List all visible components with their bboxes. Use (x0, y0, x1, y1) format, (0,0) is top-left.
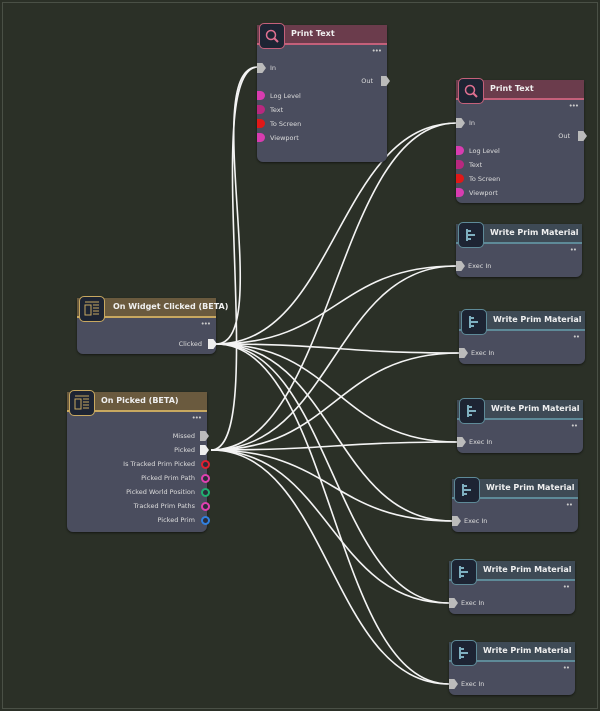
exec-in-pin[interactable] (452, 516, 461, 526)
write-prim-material-node[interactable]: Write Prim Material •• Exec In (449, 559, 575, 614)
node-menu-button[interactable]: ••• (191, 414, 202, 422)
input-pin[interactable] (257, 119, 265, 128)
hierarchy-icon (454, 477, 480, 503)
clicked-out-pin[interactable] (208, 339, 217, 349)
input-label: Text (270, 106, 284, 114)
input-label: Viewport (270, 134, 299, 142)
exec-out-pin[interactable] (200, 445, 209, 455)
print-icon (259, 23, 285, 49)
on-picked-node[interactable]: On Picked (BETA) ••• Missed Picked Is Tra… (67, 390, 210, 532)
exec-in-pin[interactable] (456, 118, 465, 128)
exec-in-pin[interactable] (449, 598, 458, 608)
write-prim-material-node[interactable]: Write Prim Material •• Exec In (457, 398, 583, 453)
node-title: On Picked (BETA) (67, 392, 207, 412)
node-menu-button[interactable]: •• (565, 501, 573, 509)
node-menu-button[interactable]: •• (569, 246, 577, 254)
node-title: Write Prim Material (452, 479, 578, 499)
input-pin[interactable] (456, 174, 464, 183)
exec-in-label: Exec In (461, 599, 485, 607)
node-title: On Widget Clicked (BETA) (77, 298, 228, 318)
input-pin[interactable] (456, 160, 464, 169)
input-label: To Screen (270, 120, 302, 128)
hierarchy-icon (451, 559, 477, 585)
input-pin[interactable] (257, 133, 265, 142)
input-label: To Screen (469, 175, 501, 183)
exec-in-label: Exec In (464, 517, 488, 525)
input-label: Text (469, 161, 483, 169)
input-pin[interactable] (257, 91, 265, 100)
node-menu-button[interactable]: ••• (371, 47, 382, 55)
exec-in-label: Exec In (469, 438, 493, 446)
input-label: Log Level (469, 147, 500, 155)
node-title: Print Text (456, 80, 584, 100)
write-prim-material-node[interactable]: Write Prim Material •• Exec In (456, 222, 582, 277)
print-text-node[interactable]: Print Text ••• In Out Log Level Text To … (456, 78, 587, 203)
output-pin[interactable] (201, 502, 210, 511)
exec-in-pin[interactable] (457, 437, 466, 447)
write-prim-material-node[interactable]: Write Prim Material •• Exec In (452, 477, 578, 532)
hierarchy-icon (461, 309, 487, 335)
out-label: Out (558, 132, 570, 140)
exec-in-pin[interactable] (449, 679, 458, 689)
node-menu-button[interactable]: •• (570, 422, 578, 430)
exec-in-pin[interactable] (459, 348, 468, 358)
exec-in-label: Exec In (461, 680, 485, 688)
output-label: Tracked Prim Paths (133, 502, 195, 510)
node-menu-button[interactable]: •• (562, 664, 570, 672)
node-title: Write Prim Material (449, 561, 575, 581)
node-menu-button[interactable]: ••• (200, 320, 211, 328)
output-label: Picked Prim (157, 516, 196, 524)
write-prim-material-node[interactable]: Write Prim Material •• Exec In (449, 640, 575, 695)
in-label: In (270, 64, 277, 72)
input-pin[interactable] (456, 146, 464, 155)
input-pin[interactable] (456, 188, 464, 197)
exec-out-label: Picked (174, 446, 195, 454)
exec-out-pin[interactable] (578, 131, 587, 141)
input-label: Log Level (270, 92, 301, 100)
out-label: Out (361, 77, 373, 85)
exec-in-pin[interactable] (257, 63, 266, 73)
node-menu-button[interactable]: ••• (568, 102, 579, 110)
exec-out-label: Missed (172, 432, 195, 440)
output-label: Is Tracked Prim Picked (123, 460, 195, 468)
event-icon (79, 296, 105, 322)
input-label: Viewport (469, 189, 498, 197)
exec-out-pin[interactable] (381, 76, 390, 86)
hierarchy-icon (451, 640, 477, 666)
exec-in-label: Exec In (471, 349, 495, 357)
clicked-label: Clicked (178, 340, 202, 348)
input-pin[interactable] (257, 105, 265, 114)
node-menu-button[interactable]: •• (562, 583, 570, 591)
exec-out-pin[interactable] (200, 431, 209, 441)
node-title: Write Prim Material (456, 224, 582, 244)
exec-in-pin[interactable] (456, 261, 465, 271)
event-icon (69, 390, 95, 416)
in-label: In (469, 119, 476, 127)
node-menu-button[interactable]: •• (572, 333, 580, 341)
node-title: Write Prim Material (449, 642, 575, 662)
output-pin[interactable] (201, 460, 210, 469)
output-pin[interactable] (201, 488, 210, 497)
on-widget-clicked-node[interactable]: On Widget Clicked (BETA) ••• Clicked (77, 296, 228, 354)
output-pin[interactable] (201, 516, 210, 525)
output-pin[interactable] (201, 474, 210, 483)
hierarchy-icon (458, 222, 484, 248)
output-label: Picked World Position (126, 488, 195, 496)
hierarchy-icon (459, 398, 485, 424)
node-title: Print Text (257, 25, 387, 45)
node-title: Write Prim Material (457, 400, 583, 420)
print-icon (458, 78, 484, 104)
node-title: Write Prim Material (459, 311, 585, 331)
exec-in-label: Exec In (468, 262, 492, 270)
print-text-node[interactable]: Print Text ••• In Out Log Level Text To … (257, 23, 390, 162)
write-prim-material-node[interactable]: Write Prim Material •• Exec In (459, 309, 585, 364)
output-label: Picked Prim Path (141, 474, 195, 482)
